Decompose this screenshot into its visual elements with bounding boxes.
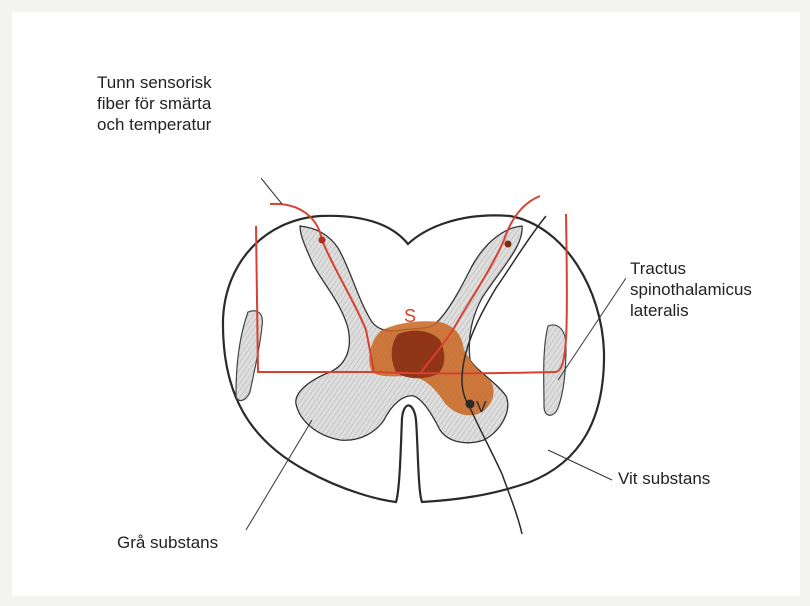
white-matter-label: Vit substans bbox=[614, 468, 772, 516]
v-marker: V bbox=[476, 399, 487, 416]
spinothalamic-tract-label: Tractus spinothalamicus lateralis bbox=[626, 258, 790, 360]
sensory-fiber-label: Tunn sensorisk fiber för smärta och temp… bbox=[93, 72, 261, 182]
v-neuron-dot bbox=[466, 400, 475, 409]
right-neuron-dot bbox=[505, 241, 512, 248]
left-neuron-dot bbox=[319, 237, 326, 244]
gray-matter-label: Grå substans bbox=[113, 532, 281, 590]
s-marker: S bbox=[404, 306, 416, 326]
dark-brown-core bbox=[392, 331, 445, 379]
